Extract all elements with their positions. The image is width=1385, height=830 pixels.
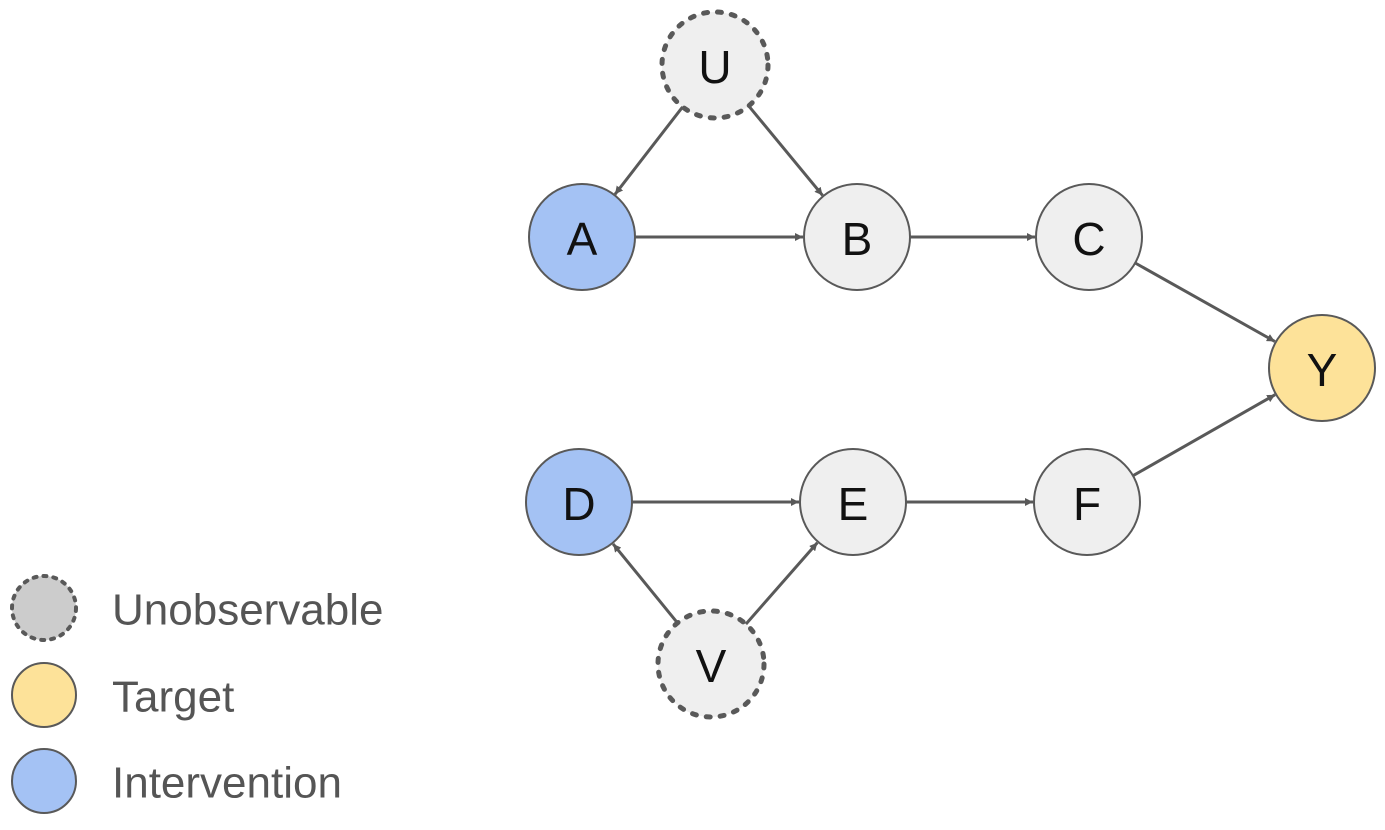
legend-intervention-swatch <box>11 748 77 814</box>
legend-unobservable-label: Unobservable <box>112 586 384 635</box>
node-a-circle <box>528 183 636 291</box>
edge-c-to-y <box>1134 261 1276 343</box>
node-y-circle <box>1268 314 1376 422</box>
legend-target-label: Target <box>112 673 234 722</box>
node-v-circle <box>655 608 767 720</box>
legend-item-unobservable: Unobservable <box>10 574 384 642</box>
node-b-label: B <box>842 213 873 265</box>
edge-u-to-a <box>613 105 684 196</box>
node-d-circle <box>525 448 633 556</box>
legend-unobservable-swatch <box>10 574 78 642</box>
node-f-label: F <box>1073 478 1101 530</box>
node-c: C <box>1035 183 1143 291</box>
node-a-label: A <box>567 213 598 265</box>
node-b: B <box>803 183 911 291</box>
node-d: D <box>525 448 633 556</box>
nodes: U A B C Y D E F V <box>525 9 1376 720</box>
legend-item-target: Target <box>11 662 234 728</box>
node-c-circle <box>1035 183 1143 291</box>
node-b-circle <box>803 183 911 291</box>
node-e-circle <box>799 448 907 556</box>
edge-u-to-b <box>747 104 824 197</box>
node-v-label: V <box>696 640 727 692</box>
legend: Unobservable Target Intervention <box>10 574 384 814</box>
node-y-label: Y <box>1307 344 1338 396</box>
edge-v-to-d <box>611 542 679 624</box>
node-a: A <box>528 183 636 291</box>
legend-target-swatch <box>11 662 77 728</box>
edge-v-to-e <box>744 541 819 626</box>
node-u: U <box>659 9 771 121</box>
edge-f-to-y <box>1132 393 1276 478</box>
legend-intervention-label: Intervention <box>112 759 342 808</box>
node-u-label: U <box>698 41 731 93</box>
node-c-label: C <box>1072 213 1105 265</box>
node-y: Y <box>1268 314 1376 422</box>
node-d-label: D <box>562 478 595 530</box>
node-e-label: E <box>838 478 869 530</box>
node-f-circle <box>1033 448 1141 556</box>
legend-item-intervention: Intervention <box>11 748 342 814</box>
node-u-circle <box>659 9 771 121</box>
node-v: V <box>655 608 767 720</box>
node-f: F <box>1033 448 1141 556</box>
node-e: E <box>799 448 907 556</box>
edges <box>611 104 1276 626</box>
